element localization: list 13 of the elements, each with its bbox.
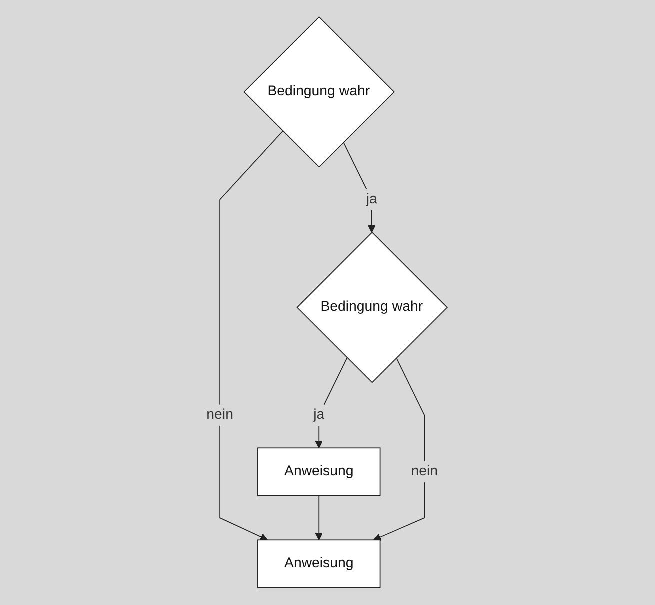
edge-label: ja [314, 407, 326, 422]
arrow [316, 358, 348, 448]
node-box: Anweisung [258, 448, 382, 496]
arrow [344, 142, 376, 233]
node-box: Anweisung [258, 540, 382, 588]
arrow [316, 495, 324, 540]
edge-label: nein [412, 464, 438, 480]
arrow [374, 358, 426, 541]
arrow [220, 130, 284, 541]
node-diamond: Bedingung wahr [297, 232, 448, 384]
node-diamond: Bedingung wahr [244, 16, 396, 168]
edge-label: ja [366, 192, 378, 207]
edge-label: nein [207, 407, 234, 422]
